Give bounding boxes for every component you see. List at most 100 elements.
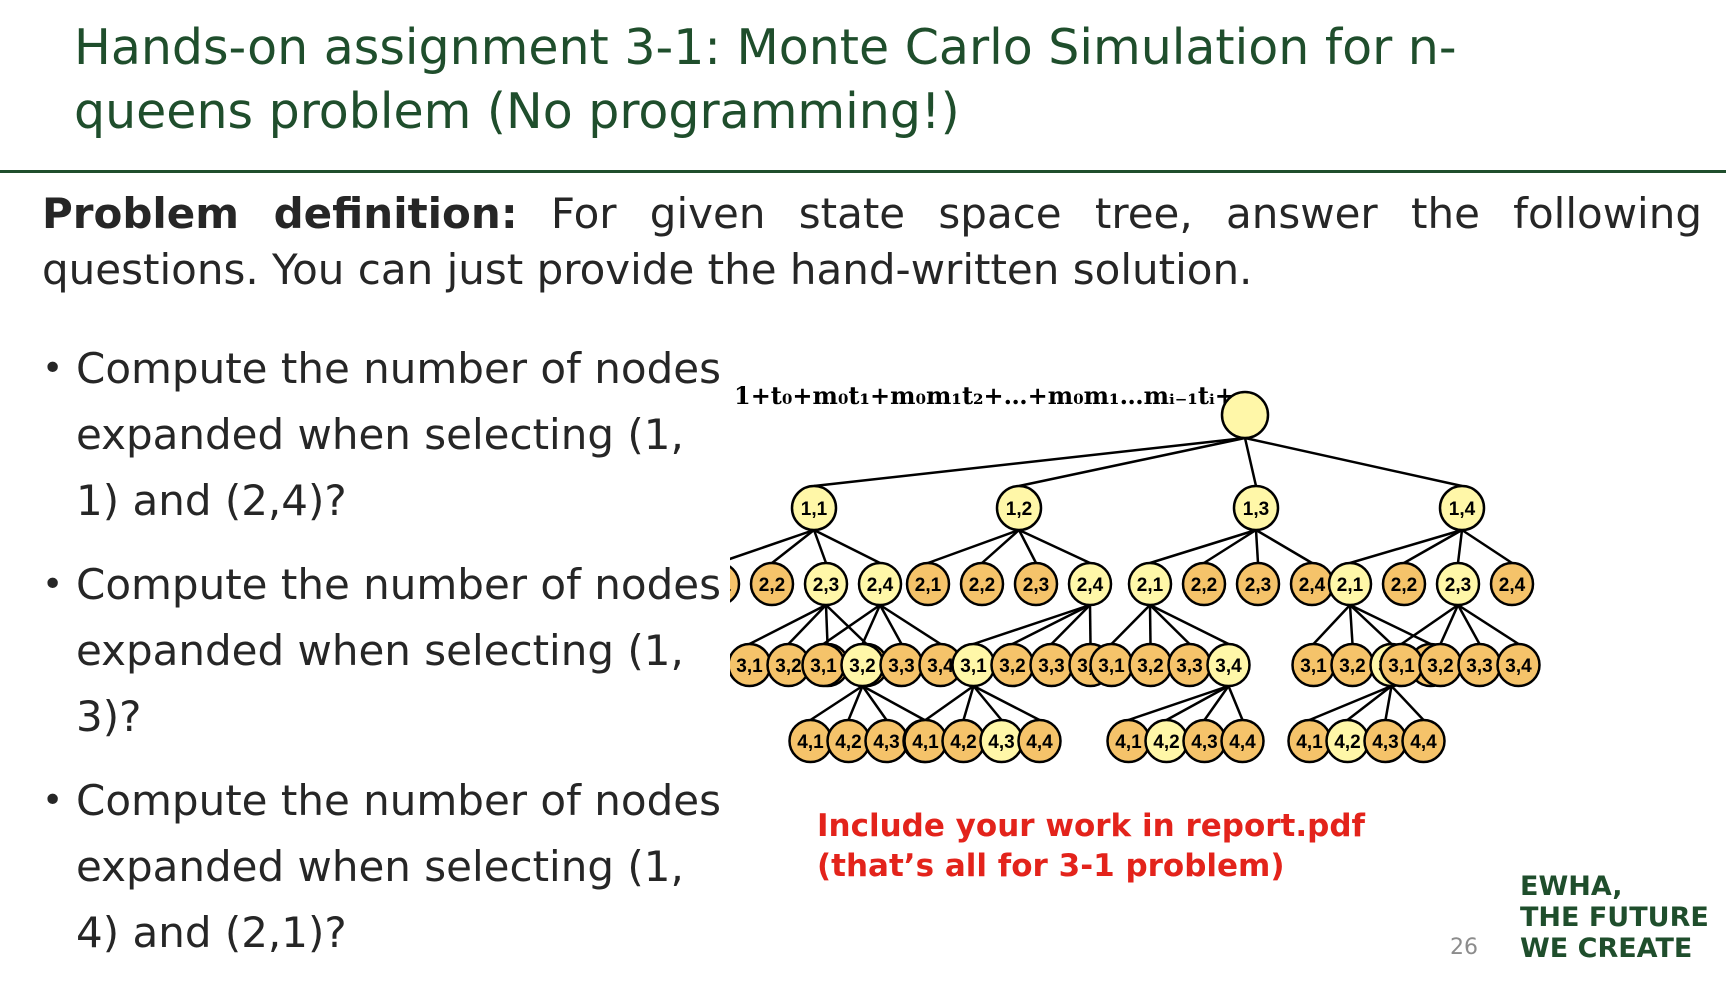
node-label: 2,1 — [1337, 575, 1364, 596]
tree-node-1-2: 1,2 — [995, 484, 1043, 532]
node-label: 3,2 — [849, 656, 875, 677]
question-list: •Compute the number of nodes expanded wh… — [42, 336, 721, 984]
tree-node-3-1: 3,1 — [801, 642, 846, 688]
node-circle — [1232, 484, 1280, 532]
node-circle — [790, 484, 838, 532]
tree-node-2-3: 2,3 — [1013, 561, 1059, 607]
tree-node-4-1: 4,1 — [1287, 718, 1332, 764]
tree-node-4-2: 4,2 — [941, 718, 986, 764]
tree-node-4-3: 4,3 — [1182, 718, 1227, 764]
node-label: 2,4 — [1077, 575, 1104, 596]
tree-edge — [787, 604, 827, 645]
tree-node-2-4: 2,4 — [1489, 561, 1535, 607]
tree-node-3-2: 3,2 — [840, 642, 885, 688]
tree-edge — [748, 603, 827, 646]
tree-edge — [1390, 685, 1425, 721]
node-label: 4,1 — [1296, 732, 1323, 753]
node-circle — [857, 561, 903, 607]
tree-edge — [813, 528, 881, 565]
tree-node-2-4: 2,4 — [1289, 561, 1335, 607]
node-circle — [1013, 561, 1059, 607]
tree-node-4-3: 4,3 — [1363, 718, 1408, 764]
tree-node-4-2: 4,2 — [1144, 718, 1189, 764]
node-circle — [1206, 642, 1251, 688]
node-label: 3,1 — [960, 656, 987, 677]
tree-edge — [1011, 603, 1091, 646]
tree-node-1-3: 1,3 — [1232, 484, 1280, 532]
tree-edge — [1128, 684, 1229, 722]
tree-node-2-3: 2,3 — [1435, 561, 1481, 607]
tree-node-2-2: 2,2 — [1381, 561, 1427, 607]
tree-node-2-4: 2,4 — [857, 561, 903, 607]
tree-edge — [1149, 603, 1230, 646]
tree-node-3-4: 3,4 — [1206, 642, 1251, 688]
node-circle — [1438, 484, 1486, 532]
tree-edge — [1110, 604, 1151, 645]
node-circle — [1435, 561, 1481, 607]
node-label: 4,4 — [1410, 732, 1437, 753]
tree-edge — [813, 436, 1246, 488]
tree-node-3-3: 3,3 — [1167, 642, 1212, 688]
node-label: 1,2 — [1006, 499, 1032, 520]
tree-edge — [1255, 528, 1313, 565]
bullet-icon: • — [42, 780, 64, 821]
node-circle — [995, 484, 1043, 532]
tree-node-3-4: 3,4 — [1496, 642, 1541, 688]
node-label: 2,2 — [1391, 575, 1417, 596]
tree-edge — [771, 529, 815, 564]
tree-edge — [1439, 604, 1460, 645]
tree-node-4-4: 4,4 — [1401, 718, 1446, 764]
logo-line: THE FUTURE — [1520, 902, 1709, 933]
tree-edge — [1254, 529, 1260, 564]
tree-edge — [1018, 436, 1246, 488]
tree-edge — [1349, 604, 1393, 645]
tree-node-1-1: 1,1 — [790, 484, 838, 532]
node-circle — [730, 565, 741, 603]
node-label: 3,2 — [1137, 656, 1163, 677]
node-circle — [1127, 561, 1173, 607]
node-label: 4,3 — [988, 732, 1014, 753]
tree-node-3-2: 3,2 — [766, 642, 811, 688]
node-label: 3,2 — [1339, 656, 1365, 677]
node-label: 3,2 — [775, 656, 801, 677]
formula-label: 1+t₀+m₀t₁+m₀m₁t₂+…+m₀m₁…mᵢ₋₁tᵢ+… — [734, 381, 1259, 410]
tree-node-2-2: 2,2 — [959, 561, 1005, 607]
node-label: 2,1 — [730, 575, 732, 596]
node-circle — [905, 561, 951, 607]
node-label: 2,2 — [759, 575, 785, 596]
tree-node-2-4: 2,4 — [1067, 561, 1113, 607]
tree-edge — [1203, 528, 1257, 565]
tree-node-2-1: 2,1 — [905, 561, 951, 607]
tree-edge — [1165, 684, 1230, 722]
node-label: 2,1 — [915, 575, 942, 596]
tree-edges — [730, 436, 1520, 722]
tree-node-1-4: 1,4 — [1438, 484, 1486, 532]
tree-edge — [822, 603, 881, 646]
node-label: 3,2 — [1427, 656, 1453, 677]
tree-nodes: 1,12,12,22,33,13,23,33,42,43,13,24,14,24… — [730, 390, 1541, 764]
question-item: •Compute the number of nodes expanded wh… — [42, 768, 726, 966]
node-label: 2,3 — [1023, 575, 1049, 596]
tree-edge — [1461, 528, 1513, 565]
problem-label: Problem definition: — [42, 189, 518, 238]
node-label: 4,3 — [873, 732, 899, 753]
question-item: •Compute the number of nodes expanded wh… — [42, 552, 726, 750]
bullet-icon: • — [42, 348, 64, 389]
tree-node-4-1: 4,1 — [788, 718, 833, 764]
ewha-logo: EWHA, THE FUTURE WE CREATE — [1520, 871, 1709, 964]
note-line: (that’s all for 3-1 problem) — [817, 848, 1285, 884]
tree-edge — [927, 528, 1020, 565]
tree-edge — [1384, 685, 1393, 721]
logo-line: WE CREATE — [1520, 933, 1693, 964]
tree-edge — [1244, 436, 1463, 488]
tree-node-4-2: 4,2 — [1325, 718, 1370, 764]
tree-edge — [879, 603, 942, 646]
node-label: 3,1 — [1388, 656, 1415, 677]
node-circle — [1220, 390, 1270, 440]
node-circle — [1327, 561, 1373, 607]
node-label: 2,3 — [1245, 575, 1271, 596]
tree-edge — [809, 684, 864, 722]
node-label: 1,4 — [1449, 499, 1476, 520]
problem-text: For given state space tree, answer the f… — [42, 189, 1703, 294]
node-label: 3,3 — [1176, 656, 1202, 677]
